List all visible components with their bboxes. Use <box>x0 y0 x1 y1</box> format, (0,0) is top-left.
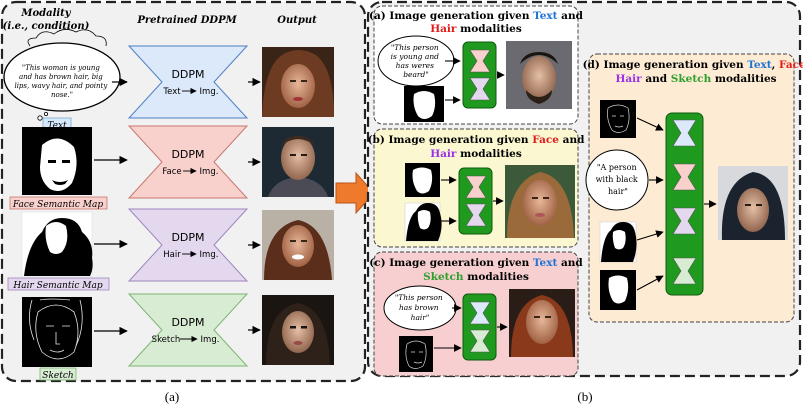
ddpm-hair-out: Img. <box>200 250 219 260</box>
ddpm-hair: DDPM Hair Img. <box>127 208 249 282</box>
ddpm-sketch-label: DDPM <box>171 316 204 329</box>
subpanel-c-sketch <box>399 336 433 372</box>
hair-semantic-map <box>21 211 93 277</box>
ddpm-face-out: Img. <box>200 167 219 177</box>
ddpm-hair-label: DDPM <box>171 231 204 244</box>
subpanel-b-face-map <box>405 163 440 197</box>
bubble-line-2: and has brown hair, big <box>19 73 103 81</box>
svg-text:"This person is young an: "This person is young and has weres bear… <box>391 43 442 79</box>
subpanel-d-face-map <box>600 270 636 310</box>
subpanel-a-green-block <box>462 41 497 109</box>
ddpm-hair-in: Hair <box>163 250 181 260</box>
label-hair: Hair Semantic Map <box>12 281 102 291</box>
output-portrait-1 <box>262 47 334 117</box>
ddpm-sketch-in: Sketch <box>152 335 181 345</box>
subpanel-b-hair-map <box>404 202 442 242</box>
subpanel-b-green-block <box>458 167 493 235</box>
ddpm-face-label: DDPM <box>171 148 204 161</box>
subpanel-d-bubble: "A person with black hair" <box>585 149 649 211</box>
ddpm-sketch: DDPM Sketch Img. <box>127 293 249 367</box>
label-sketch: Sketch <box>42 371 73 381</box>
subpanel-c-title-1: (c) Image generation given Text and <box>369 257 583 269</box>
output-portrait-2 <box>262 127 334 197</box>
ddpm-face-in: Face <box>162 167 181 177</box>
subpanel-a-title-1: (a) Image generation given Text and <box>369 10 584 22</box>
heading-output: Output <box>277 15 317 26</box>
ddpm-face: DDPM Face Img. <box>127 125 249 199</box>
subpanel-c-bubble: "This person has brown hair" <box>383 285 457 331</box>
caption-a: (a) <box>165 389 179 404</box>
subpanel-a-output <box>506 41 572 109</box>
subpanel-d-arrow-3 <box>636 230 664 241</box>
label-box-sketch <box>39 367 77 381</box>
label-box-hair <box>7 277 110 291</box>
svg-text:"A person with black: "A person with black hair" <box>596 163 641 196</box>
subpanel-d-hair-map <box>599 221 637 263</box>
subpanel-d-title-2: Hair and Sketch modalities <box>615 73 776 85</box>
bubble-line-3: lips, wavy hair, and pointy <box>14 82 108 90</box>
orange-transition-arrow <box>335 171 375 215</box>
ddpm-text-label: DDPM <box>171 68 204 81</box>
bubble-line-1: "This woman is young <box>22 64 100 72</box>
subpanel-d-arrow-4 <box>636 275 664 291</box>
subpanel-a-bubble: "This person is young and has weres bear… <box>377 35 455 87</box>
text-bubble: "This woman is young and has brown hair,… <box>3 29 121 121</box>
subpanel-c-green-block <box>462 293 497 361</box>
subpanel-d-title-1: (d) Image generation given Text, Face, <box>583 59 803 71</box>
subpanel-a-face-map <box>404 86 444 122</box>
subpanel-c-title-2: Sketch modalities <box>423 271 529 283</box>
output-portrait-3 <box>262 210 334 280</box>
subpanel-d-arrow-1 <box>636 117 664 131</box>
subpanel-b-output <box>505 165 575 238</box>
output-portrait-4 <box>262 295 334 365</box>
ddpm-sketch-out: Img. <box>201 335 220 345</box>
subpanel-b-title-2: Hair modalities <box>430 148 522 160</box>
heading-modality: Modality <box>20 8 71 19</box>
svg-text:"This person has brown: "This person has brown hair" <box>395 293 445 322</box>
sketch-image <box>22 297 92 367</box>
ddpm-text-out: Img. <box>200 87 219 97</box>
ddpm-text-in: Text <box>162 87 181 97</box>
label-text: Text <box>47 121 67 131</box>
bubble-line-4: nose." <box>51 91 73 99</box>
subpanel-c-output <box>509 289 575 357</box>
svg-text:"This woman is young and: "This woman is young and has brown hair,… <box>14 64 109 99</box>
subpanel-d-sketch <box>600 100 636 138</box>
heading-condition: (i.e., condition) <box>3 21 90 32</box>
caption-b: (b) <box>577 389 592 404</box>
face-semantic-map <box>22 127 92 195</box>
ddpm-text: DDPM Text Img. <box>127 45 249 119</box>
heading-ddpm: Pretrained DDPM <box>136 15 237 26</box>
subpanel-d-green-block <box>665 112 704 296</box>
subpanel-b-title-1: (b) Image generation given Face and <box>368 134 586 146</box>
label-face: Face Semantic Map <box>12 200 103 210</box>
label-box-face <box>9 196 108 210</box>
subpanel-d-output <box>718 166 788 240</box>
subpanel-a-title-2: Hair modalities <box>430 23 522 35</box>
